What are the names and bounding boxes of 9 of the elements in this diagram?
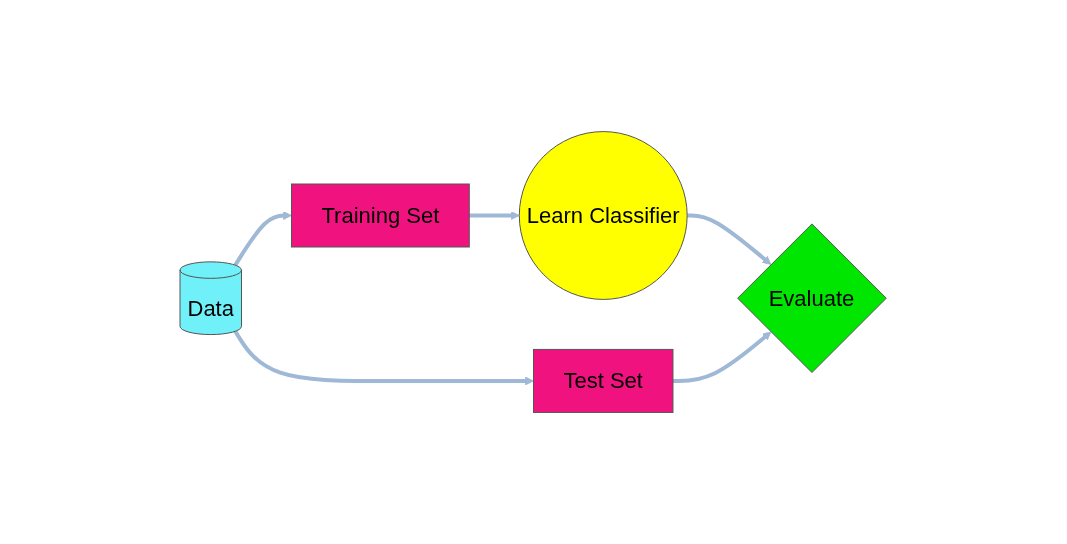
node-circle: Learn Classifier <box>519 131 688 300</box>
arrow <box>687 213 772 265</box>
node-box: Training Set <box>291 183 471 248</box>
arrow <box>673 331 772 383</box>
node-diamond: Evaluate <box>737 223 888 373</box>
arrow <box>469 211 521 220</box>
node-box: Test Set <box>533 348 674 413</box>
arrow <box>233 211 293 267</box>
arrow <box>233 330 535 386</box>
